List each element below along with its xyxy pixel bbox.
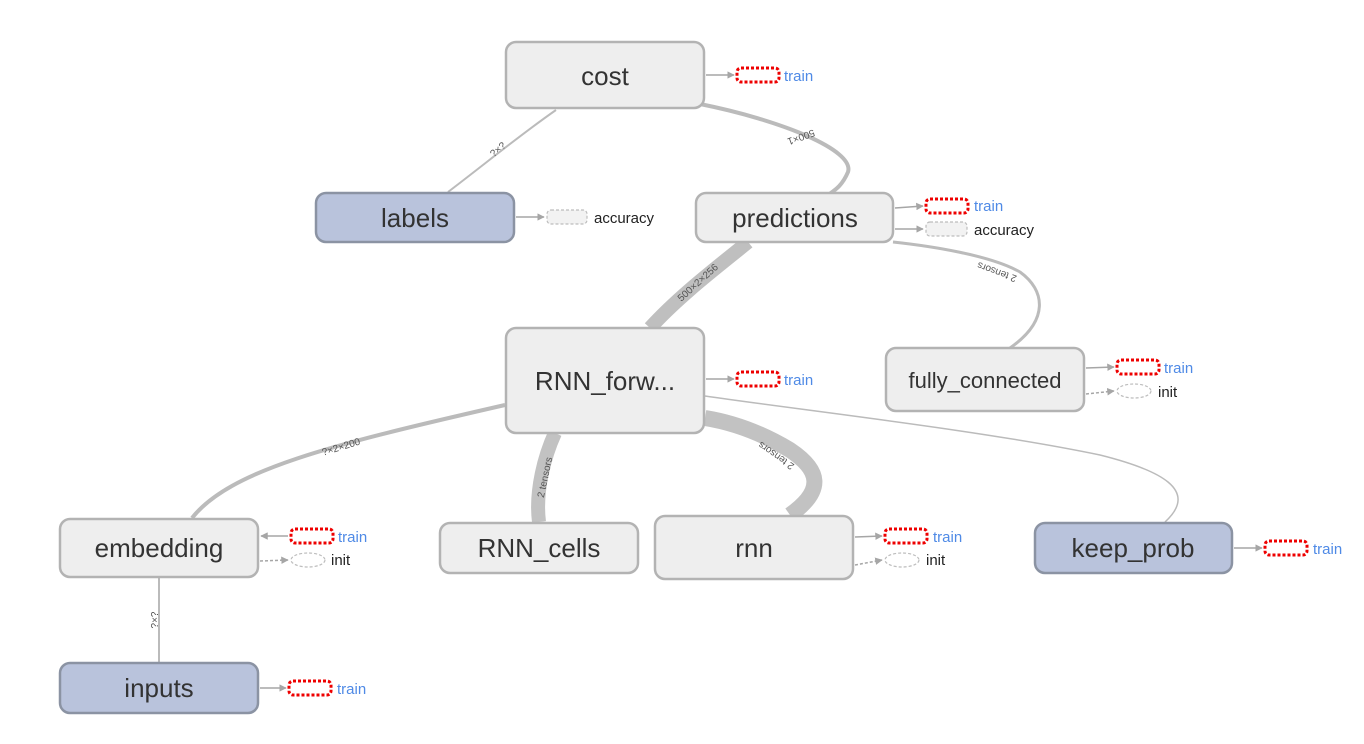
node-inputs[interactable]: inputs bbox=[58, 661, 260, 715]
aux-train-label: train bbox=[338, 529, 367, 546]
aux-init-rnn[interactable]: init bbox=[854, 552, 946, 569]
edge-rnn-rnnforward bbox=[703, 410, 823, 522]
aux-train-fully-connected[interactable]: train bbox=[1085, 358, 1193, 377]
aux-train-embedding[interactable]: train bbox=[260, 527, 367, 546]
edge-label-embedding-rnn: ?×2×200 bbox=[321, 436, 362, 458]
aux-init-label: init bbox=[1158, 384, 1178, 401]
aux-train-label: train bbox=[974, 198, 1003, 215]
node-rnn[interactable]: rnn bbox=[653, 514, 855, 581]
edge-fc-predictions bbox=[892, 240, 1041, 350]
aux-accuracy-labels[interactable]: accuracy bbox=[516, 209, 655, 227]
aux-init-label: init bbox=[331, 552, 351, 569]
node-label-inputs: inputs bbox=[124, 673, 193, 703]
edge-predictions-cost bbox=[699, 102, 851, 197]
aux-train-label: train bbox=[933, 529, 962, 546]
node-rnn-cells[interactable]: RNN_cells bbox=[438, 521, 640, 575]
node-rnn-forward[interactable]: RNN_forw... bbox=[504, 326, 706, 435]
aux-train-rnn[interactable]: train bbox=[854, 527, 962, 546]
aux-train-label: train bbox=[337, 681, 366, 698]
aux-accuracy-label: accuracy bbox=[594, 210, 655, 227]
edge-cells-rnnforward bbox=[531, 430, 562, 523]
aux-init-label: init bbox=[926, 552, 946, 569]
node-label-rnn-forward: RNN_forw... bbox=[535, 366, 675, 396]
aux-init-embedding[interactable]: init bbox=[259, 552, 351, 569]
aux-init-fully-connected[interactable]: init bbox=[1085, 383, 1178, 401]
aux-train-label: train bbox=[784, 68, 813, 85]
node-keep-prob[interactable]: keep_prob bbox=[1033, 521, 1234, 575]
node-label-rnn-cells: RNN_cells bbox=[478, 533, 601, 563]
node-label-labels: labels bbox=[381, 203, 449, 233]
edge-label-labels-cost: ?×? bbox=[488, 140, 508, 160]
aux-train-inputs[interactable]: train bbox=[260, 679, 366, 698]
edge-labels-cost bbox=[447, 109, 557, 193]
node-label-fully-connected: fully_connected bbox=[909, 368, 1062, 393]
node-label-predictions: predictions bbox=[732, 203, 858, 233]
node-label-embedding: embedding bbox=[95, 533, 224, 563]
node-label-rnn: rnn bbox=[735, 533, 773, 563]
node-labels[interactable]: labels bbox=[314, 191, 516, 244]
aux-train-label: train bbox=[1313, 541, 1342, 558]
node-label-keep-prob: keep_prob bbox=[1072, 533, 1195, 563]
aux-train-label: train bbox=[784, 372, 813, 389]
aux-train-keep-prob[interactable]: train bbox=[1234, 539, 1342, 558]
edge-label-inputs-embedding: ?×? bbox=[150, 611, 161, 628]
node-cost[interactable]: cost bbox=[504, 40, 706, 110]
aux-train-rnn-forward[interactable]: train bbox=[706, 370, 813, 389]
node-predictions[interactable]: predictions bbox=[694, 191, 895, 244]
edge-rnnforward-predictions bbox=[644, 236, 753, 333]
edge-label-rnn-predictions: 500×2×256 bbox=[676, 262, 721, 304]
aux-accuracy-predictions[interactable]: accuracy bbox=[895, 221, 1035, 239]
edge-keepprob-rnnforward bbox=[704, 395, 1179, 523]
node-embedding[interactable]: embedding bbox=[58, 517, 260, 579]
node-label-cost: cost bbox=[581, 61, 629, 91]
aux-train-predictions[interactable]: train bbox=[894, 197, 1003, 215]
aux-accuracy-label: accuracy bbox=[974, 222, 1035, 239]
aux-train-label: train bbox=[1164, 360, 1193, 377]
node-fully-connected[interactable]: fully_connected bbox=[884, 346, 1086, 413]
aux-train-cost[interactable]: train bbox=[706, 66, 813, 85]
edge-embedding-rnnforward bbox=[190, 403, 506, 520]
